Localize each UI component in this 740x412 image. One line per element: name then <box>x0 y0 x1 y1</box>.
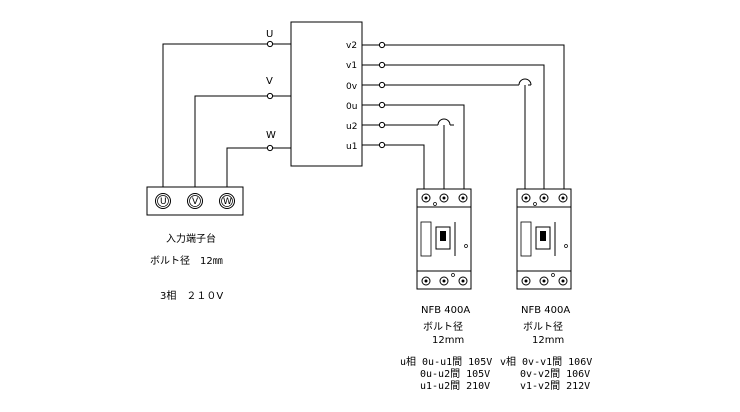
input-terminal-block: U V W <box>146 186 244 216</box>
reading-line: 0u-u2間 105V <box>400 369 491 380</box>
breaker-u-readings: u相 0u-u1間 105V 0u-u2間 105V u1-u2間 210V <box>400 357 492 393</box>
output-wires <box>362 44 565 190</box>
transformer-box <box>290 21 363 167</box>
reading-line: u相 0u-u1間 105V <box>400 357 493 368</box>
breaker-u-size: 12mm <box>432 335 465 346</box>
terminal-w: W <box>223 197 232 207</box>
input-label-u: U <box>266 29 273 40</box>
reading-line: v相 0v-v1間 106V <box>500 357 593 368</box>
tap-label-0u: 0u <box>346 102 357 112</box>
terminal-u: U <box>160 197 167 207</box>
terminal-block-spec: 3相 ２１０V <box>160 291 224 302</box>
input-label-w: W <box>266 130 276 141</box>
tap-label-u1: u1 <box>346 142 357 152</box>
input-nodes <box>266 40 274 152</box>
input-wires <box>162 43 291 187</box>
breaker-v-readings: v相 0v-v1間 106V 0v-v2間 106V v1-v2間 212V <box>500 357 592 393</box>
terminal-v: V <box>192 197 199 207</box>
terminal-block-bolt: ボルト径 12㎜ <box>150 256 223 267</box>
reading-line: 0v-v2間 106V <box>500 369 591 380</box>
breaker-v-name: NFB 400A <box>521 305 571 316</box>
reading-line: u1-u2間 210V <box>400 381 491 392</box>
terminal-block-title: 入力端子台 <box>166 234 216 245</box>
breaker-u-name: NFB 400A <box>421 305 471 316</box>
tap-label-v1: v1 <box>346 61 357 71</box>
output-nodes <box>378 41 386 149</box>
breaker-u <box>416 188 472 290</box>
reading-line: v1-v2間 212V <box>500 381 591 392</box>
tap-label-0v: 0v <box>346 82 358 92</box>
input-label-v: V <box>266 76 273 87</box>
tap-label-v2: v2 <box>346 41 357 51</box>
tap-label-u2: u2 <box>346 122 357 132</box>
breaker-v <box>516 188 572 290</box>
breaker-v-bolt: ボルト径 <box>523 322 563 333</box>
breaker-v-size: 12mm <box>532 335 565 346</box>
breaker-u-bolt: ボルト径 <box>423 322 463 333</box>
